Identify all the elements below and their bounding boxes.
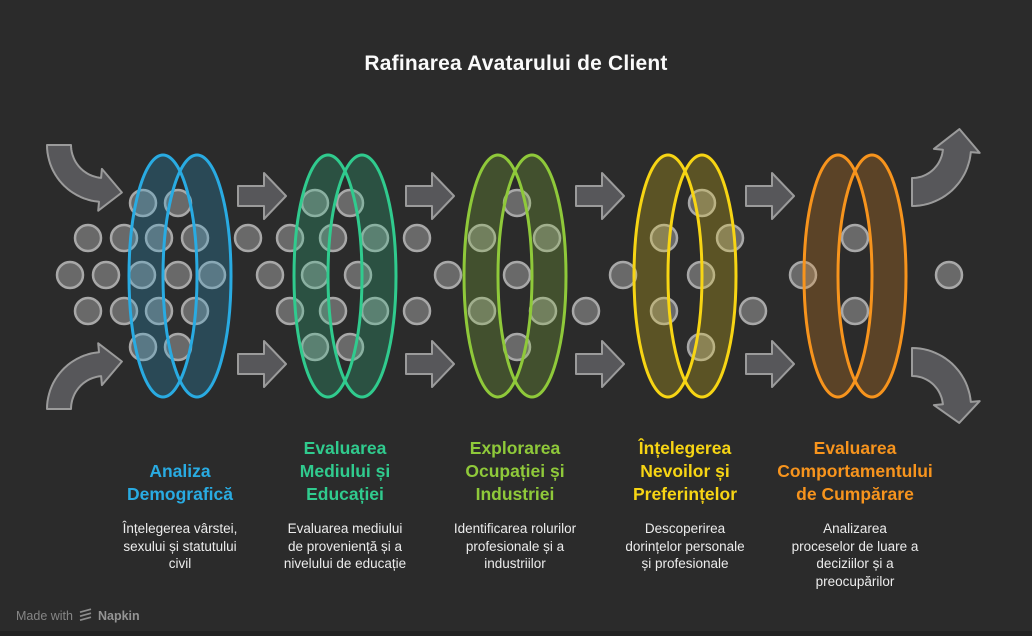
dot (467, 296, 497, 326)
stage-label-evaluarea-mediului: Evaluarea Mediului și Educației Evaluare… (250, 430, 440, 573)
dot (402, 296, 432, 326)
watermark-prefix: Made with (16, 609, 73, 623)
dot (738, 296, 768, 326)
dot (73, 296, 103, 326)
explorarea-ocupatiei-ring-front (496, 153, 568, 399)
dot (840, 296, 870, 326)
evaluarea-comportamentului-ring-back (802, 153, 874, 399)
dot (73, 223, 103, 253)
stage-heading: Explorarea Ocupației și Industriei (465, 438, 565, 504)
dot (300, 332, 330, 362)
dot (402, 223, 432, 253)
stage-description: Identificarea rolurilor profesionale și … (453, 521, 577, 571)
dot (360, 223, 390, 253)
watermark: Made with Napkin (16, 608, 140, 624)
stage-description: Evaluarea mediului de proveniență și a n… (283, 521, 407, 571)
intelegerea-nevoilor-ring-back (632, 153, 704, 399)
exit-arrow-bottom (911, 347, 981, 424)
napkin-logo-icon (79, 608, 92, 624)
dot (934, 260, 964, 290)
dot (255, 260, 285, 290)
evaluarea-mediului-ring-back (292, 153, 364, 399)
dot (163, 260, 193, 290)
stage-heading: Înțelegerea Nevoilor și Preferințelor (632, 438, 738, 504)
flow-arrow (575, 340, 625, 388)
dot (532, 223, 562, 253)
evaluarea-comportamentului-ring-band (804, 155, 906, 397)
analiza-demografica-ring-back (127, 153, 199, 399)
intelegerea-nevoilor-ring-front (666, 153, 738, 399)
dot (91, 260, 121, 290)
stage-heading: Evaluarea Comportamentului de Cumpărare (777, 438, 933, 504)
evaluarea-mediului-ring-front (326, 153, 398, 399)
dot (571, 296, 601, 326)
bottom-edge (0, 631, 1032, 636)
explorarea-ocupatiei-ring-back (462, 153, 534, 399)
dot (715, 223, 745, 253)
flow-arrow (237, 172, 287, 220)
explorarea-ocupatiei-ring-band (464, 155, 566, 397)
dot (502, 260, 532, 290)
dot (433, 260, 463, 290)
exit-arrow-top (911, 128, 981, 207)
dot (233, 223, 263, 253)
evaluarea-mediului-ring-band (294, 155, 396, 397)
dot (55, 260, 85, 290)
dot (318, 296, 348, 326)
dot (608, 260, 638, 290)
dot (343, 260, 373, 290)
stage-heading: Evaluarea Mediului și Educației (299, 438, 391, 504)
stage-description: Descoperirea dorințelor personale și pro… (625, 521, 745, 571)
stage-label-explorarea-ocupatiei: Explorarea Ocupației și Industriei Ident… (420, 430, 610, 573)
dot (318, 223, 348, 253)
stage-description: Analizarea proceselor de luare a decizii… (791, 521, 919, 589)
stage-label-intelegerea-nevoilor: Înțelegerea Nevoilor și Preferințelor De… (590, 430, 780, 573)
flow-arrow (237, 340, 287, 388)
dot (467, 223, 497, 253)
watermark-brand: Napkin (97, 609, 140, 623)
flow-arrow (575, 172, 625, 220)
flow-arrow (405, 172, 455, 220)
dot (840, 223, 870, 253)
stage-label-evaluarea-comportamentului: Evaluarea Comportamentului de Cumpărare … (760, 430, 950, 590)
intelegerea-nevoilor-ring-band (634, 155, 736, 397)
page-title: Rafinarea Avatarului de Client (364, 52, 668, 75)
analiza-demografica-ring-band (128, 154, 231, 398)
flow-arrow (745, 172, 795, 220)
evaluarea-comportamentului-ring-front (836, 153, 908, 399)
flow-arrow (405, 340, 455, 388)
stage-heading: Analiza Demografică (126, 461, 233, 504)
entry-arrow-top (46, 144, 123, 212)
analiza-demografica-ring-front (161, 153, 233, 399)
entry-arrow-bottom (46, 342, 123, 410)
stage-description: Înțelegerea vârstei, sexului și statutul… (122, 521, 238, 571)
dot (197, 260, 227, 290)
flow-arrow (745, 340, 795, 388)
stage-label-analiza-demografica: Analiza Demografică Înțelegerea vârstei,… (85, 430, 275, 573)
